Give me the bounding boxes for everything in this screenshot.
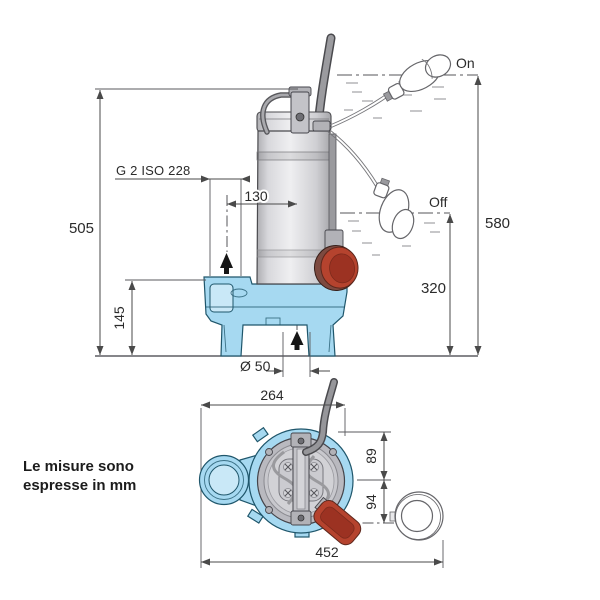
outlet-bore xyxy=(209,283,234,313)
cap-screw xyxy=(265,448,273,456)
units-note: Le misure sono espresse in mm xyxy=(23,458,136,494)
dim-580: 580 xyxy=(474,76,510,355)
top-view: 264 89 94 452 xyxy=(198,378,444,568)
dim-145: 145 xyxy=(111,279,206,355)
dim-thread: G 2 ISO 228 xyxy=(115,163,250,276)
rim-tab xyxy=(251,426,269,443)
lifting-handle xyxy=(260,86,312,135)
motor-body xyxy=(256,111,332,285)
dim-145-label: 145 xyxy=(111,306,127,330)
dim-505: 505 xyxy=(69,88,298,355)
dim-264: 264 xyxy=(201,387,345,409)
discharge-bore xyxy=(208,464,240,496)
cable-clamp xyxy=(312,120,331,132)
dim-320: 320 xyxy=(421,214,454,355)
volute-casing xyxy=(203,276,348,357)
dim-452: 452 xyxy=(201,544,443,566)
float-switch-top xyxy=(313,496,362,546)
float-switch-on-position xyxy=(329,54,452,129)
dim-89: 89 xyxy=(363,432,388,480)
dim-320-label: 320 xyxy=(421,280,446,297)
dim-264-label: 264 xyxy=(260,387,284,403)
inlet-flow-arrow xyxy=(290,331,304,350)
dim-94: 94 xyxy=(363,480,388,523)
float-switch-off-position xyxy=(327,129,415,240)
units-note-line1: Le misure sono xyxy=(23,458,134,475)
float-ring-top xyxy=(389,491,444,541)
float-cable-conduit xyxy=(328,133,337,243)
plate-screw xyxy=(283,462,319,498)
cap-screw xyxy=(265,506,273,514)
label-on: On xyxy=(456,55,475,71)
dim-130: 130 xyxy=(227,186,297,208)
dim-94-label: 94 xyxy=(363,494,379,510)
units-note-line2: espresse in mm xyxy=(23,477,136,494)
side-view: 505 145 G 2 ISO 228 130 Ø 50 580 xyxy=(69,33,510,377)
dim-452-label: 452 xyxy=(315,544,339,560)
dim-thread-label: G 2 ISO 228 xyxy=(116,163,190,178)
float-switch-side xyxy=(313,245,359,291)
pump-top xyxy=(198,378,444,546)
dim-505-label: 505 xyxy=(69,220,94,237)
dim-inlet-label: Ø 50 xyxy=(240,358,271,374)
dim-580-label: 580 xyxy=(485,215,510,232)
outlet-flow-arrow xyxy=(220,253,233,274)
dim-130-label: 130 xyxy=(244,188,268,204)
pump-side xyxy=(203,33,359,357)
dim-89-label: 89 xyxy=(363,448,379,464)
dim-inlet: Ø 50 xyxy=(240,332,330,377)
label-off: Off xyxy=(429,194,448,210)
rim-tab xyxy=(246,508,264,524)
handle-bracket-top xyxy=(290,432,312,526)
cap-screw xyxy=(329,448,337,456)
handle-top xyxy=(302,378,338,456)
